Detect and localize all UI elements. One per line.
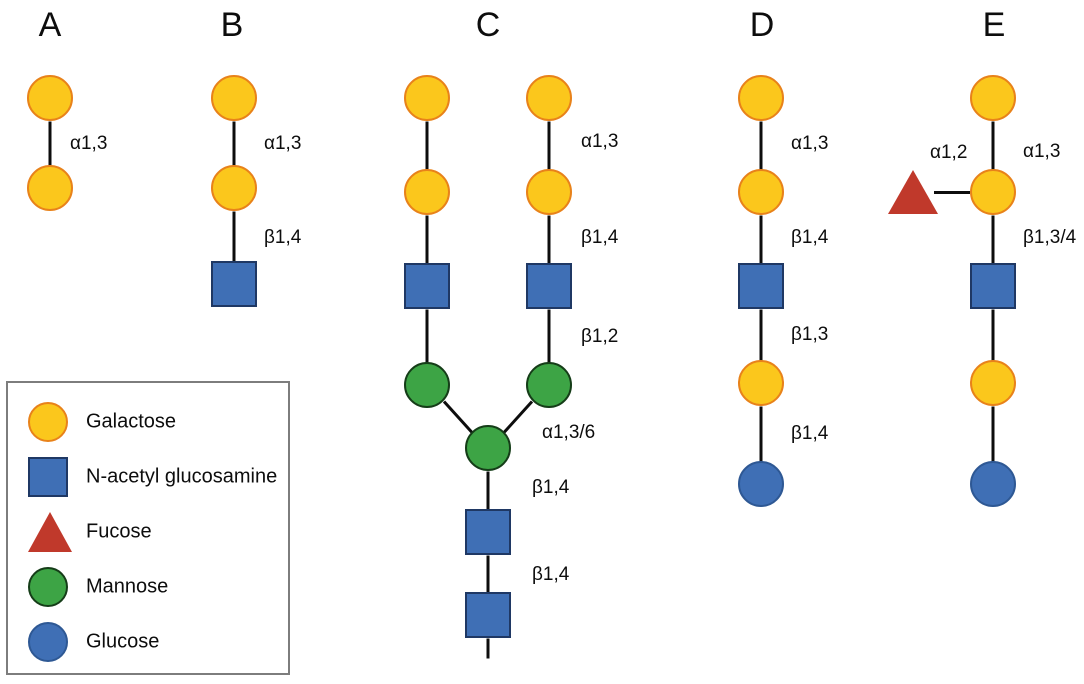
linkage-label: β1,3/4 bbox=[1023, 227, 1077, 248]
legend-item-glucose: Glucose bbox=[8, 615, 288, 669]
glycosidic-bond-line bbox=[759, 215, 763, 263]
legend-item-glcnac: N-acetyl glucosamine bbox=[8, 450, 288, 504]
galactose-circle-icon bbox=[970, 360, 1016, 406]
galactose-circle-icon bbox=[526, 169, 572, 215]
galactose-circle-icon bbox=[738, 75, 784, 121]
mannose-circle-icon bbox=[28, 567, 68, 607]
glycosidic-bond-line bbox=[442, 399, 474, 433]
galactose-circle-icon bbox=[27, 165, 73, 211]
linkage-label: α1,3 bbox=[264, 133, 302, 154]
mannose-circle-icon bbox=[465, 425, 511, 471]
glycosidic-bond-line bbox=[486, 555, 490, 592]
galactose-circle-icon bbox=[404, 75, 450, 121]
n-acetyl-glucosamine-square-icon bbox=[465, 509, 511, 555]
galactose-circle-icon bbox=[27, 75, 73, 121]
glycosidic-bond-line bbox=[759, 406, 763, 461]
linkage-label: β1,4 bbox=[581, 227, 619, 248]
legend-item-label: Fucose bbox=[86, 520, 152, 543]
linkage-label: α1,3 bbox=[791, 133, 829, 154]
n-acetyl-glucosamine-square-icon bbox=[970, 263, 1016, 309]
glycosidic-bond-line bbox=[425, 309, 429, 362]
panel-letter-c: C bbox=[475, 6, 501, 44]
glycosidic-bond-line bbox=[991, 406, 995, 461]
mannose-circle-icon bbox=[404, 362, 450, 408]
glycosidic-bond-line bbox=[934, 190, 970, 194]
n-acetyl-glucosamine-square-icon bbox=[404, 263, 450, 309]
galactose-circle-icon bbox=[404, 169, 450, 215]
galactose-circle-icon bbox=[211, 165, 257, 211]
legend-item-label: Glucose bbox=[86, 630, 160, 653]
linkage-label: β1,4 bbox=[264, 227, 302, 248]
glucose-circle-icon bbox=[970, 461, 1016, 507]
fucose-triangle-icon bbox=[28, 512, 72, 552]
mannose-circle-icon bbox=[526, 362, 572, 408]
glucose-circle-icon bbox=[738, 461, 784, 507]
n-acetyl-glucosamine-square-icon bbox=[465, 592, 511, 638]
glycosidic-bond-line bbox=[425, 215, 429, 263]
glycosidic-bond-line bbox=[502, 399, 534, 433]
legend-item-fucose: Fucose bbox=[8, 505, 288, 559]
linkage-label: β1,4 bbox=[791, 227, 829, 248]
galactose-circle-icon bbox=[738, 169, 784, 215]
glycosidic-bond-line bbox=[759, 309, 763, 360]
glycosidic-bond-line bbox=[232, 211, 236, 261]
glycosidic-bond-line bbox=[425, 121, 429, 169]
n-acetyl-glucosamine-square-icon bbox=[738, 263, 784, 309]
galactose-circle-icon bbox=[28, 402, 68, 442]
glycosidic-bond-line bbox=[547, 215, 551, 263]
linkage-label: β1,4 bbox=[532, 477, 570, 498]
glycosidic-bond-line bbox=[991, 215, 995, 263]
fucose-triangle-icon bbox=[888, 170, 938, 214]
glycosidic-bond-line bbox=[547, 121, 551, 169]
linkage-label: β1,4 bbox=[791, 423, 829, 444]
panel-letter-d: D bbox=[749, 6, 775, 44]
n-acetyl-glucosamine-square-icon bbox=[28, 457, 68, 497]
linkage-label: β1,4 bbox=[532, 564, 570, 585]
glycosidic-bond-line bbox=[48, 121, 52, 165]
galactose-circle-icon bbox=[211, 75, 257, 121]
glycosidic-bond-line bbox=[232, 121, 236, 165]
n-acetyl-glucosamine-square-icon bbox=[526, 263, 572, 309]
linkage-label: α1,2 bbox=[930, 142, 968, 163]
linkage-label: α1,3 bbox=[1023, 141, 1061, 162]
legend-item-mannose: Mannose bbox=[8, 560, 288, 614]
glycosidic-bond-line bbox=[547, 309, 551, 362]
legend-item-label: Mannose bbox=[86, 575, 169, 598]
galactose-circle-icon bbox=[970, 169, 1016, 215]
galactose-circle-icon bbox=[970, 75, 1016, 121]
n-acetyl-glucosamine-square-icon bbox=[211, 261, 257, 307]
linkage-label: β1,2 bbox=[581, 326, 619, 347]
linkage-label: β1,3 bbox=[791, 324, 829, 345]
galactose-circle-icon bbox=[738, 360, 784, 406]
glycosidic-bond-line bbox=[991, 309, 995, 360]
panel-letter-a: A bbox=[38, 6, 62, 44]
glycosidic-bond-line bbox=[991, 121, 995, 169]
legend-item-label: Galactose bbox=[86, 410, 177, 433]
glycosidic-bond-line bbox=[486, 638, 490, 658]
linkage-label: α1,3 bbox=[70, 133, 108, 154]
panel-letter-b: B bbox=[220, 6, 244, 44]
linkage-label: α1,3/6 bbox=[542, 422, 596, 443]
glycosidic-bond-line bbox=[759, 121, 763, 169]
legend-item-label: N-acetyl glucosamine bbox=[86, 465, 278, 488]
legend-item-galactose: Galactose bbox=[8, 395, 288, 449]
glucose-circle-icon bbox=[28, 622, 68, 662]
glycosidic-bond-line bbox=[486, 471, 490, 509]
linkage-label: α1,3 bbox=[581, 131, 619, 152]
panel-letter-e: E bbox=[982, 6, 1006, 44]
galactose-circle-icon bbox=[526, 75, 572, 121]
